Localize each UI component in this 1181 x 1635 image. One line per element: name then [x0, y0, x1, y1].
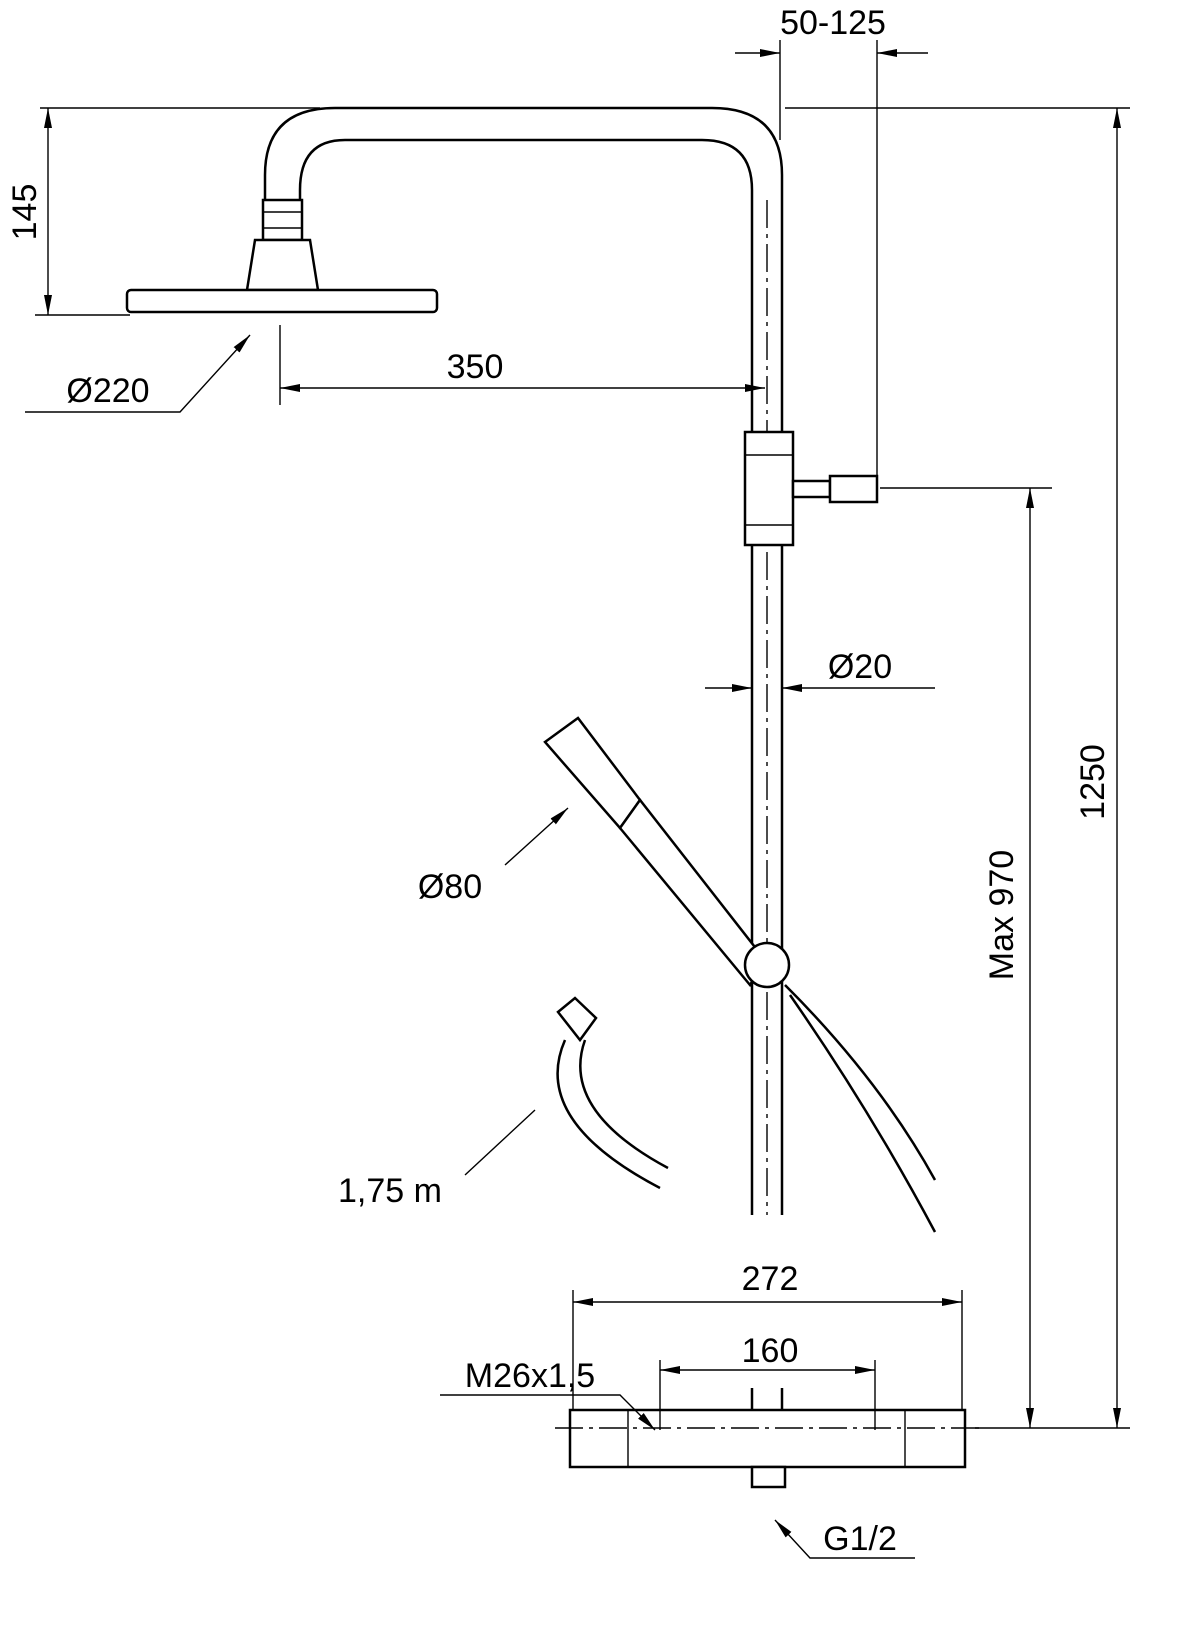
shower-hose: [556, 996, 669, 1190]
dim-hose-length: 1,75 m: [338, 1109, 536, 1210]
label-pipe-diameter: Ø20: [828, 648, 892, 686]
wall-bracket: [743, 430, 879, 547]
label-head-height: 145: [6, 184, 44, 241]
label-hose-length: 1,75 m: [338, 1172, 442, 1210]
dim-connection-spacing: 160: [659, 1332, 876, 1430]
label-thread: M26x1,5: [465, 1357, 595, 1395]
label-total-height: 1250: [1074, 744, 1112, 820]
dim-total-height: 1250: [785, 107, 1130, 1429]
label-max-height: Max 970: [983, 850, 1021, 980]
dim-pipe-diameter: Ø20: [705, 648, 935, 692]
dim-hand-shower-diameter: Ø80: [418, 807, 569, 906]
dim-riser-offset: 50-125: [735, 4, 928, 478]
label-riser-offset: 50-125: [780, 4, 886, 42]
label-hand-shower-diameter: Ø80: [418, 868, 482, 906]
dim-mixer-width: 272: [572, 1260, 963, 1410]
label-head-diameter: Ø220: [66, 372, 149, 410]
label-inlet: G1/2: [823, 1520, 897, 1558]
label-arm-length: 350: [447, 348, 504, 386]
overhead-shower-head: [125, 198, 439, 314]
hand-shower: [543, 716, 937, 1233]
dim-head-diameter: Ø220: [25, 334, 251, 413]
dim-thread: M26x1,5: [440, 1357, 656, 1431]
label-mixer-width: 272: [742, 1260, 799, 1298]
dim-head-height: 145: [6, 107, 320, 316]
thermostat-mixer: [555, 1388, 980, 1489]
dim-inlet: G1/2: [774, 1519, 915, 1559]
label-connection-spacing: 160: [742, 1332, 799, 1370]
riser-pipe: [263, 106, 784, 1215]
dim-arm-length: 350: [279, 325, 765, 405]
dim-max-height: Max 970: [880, 487, 1052, 1428]
